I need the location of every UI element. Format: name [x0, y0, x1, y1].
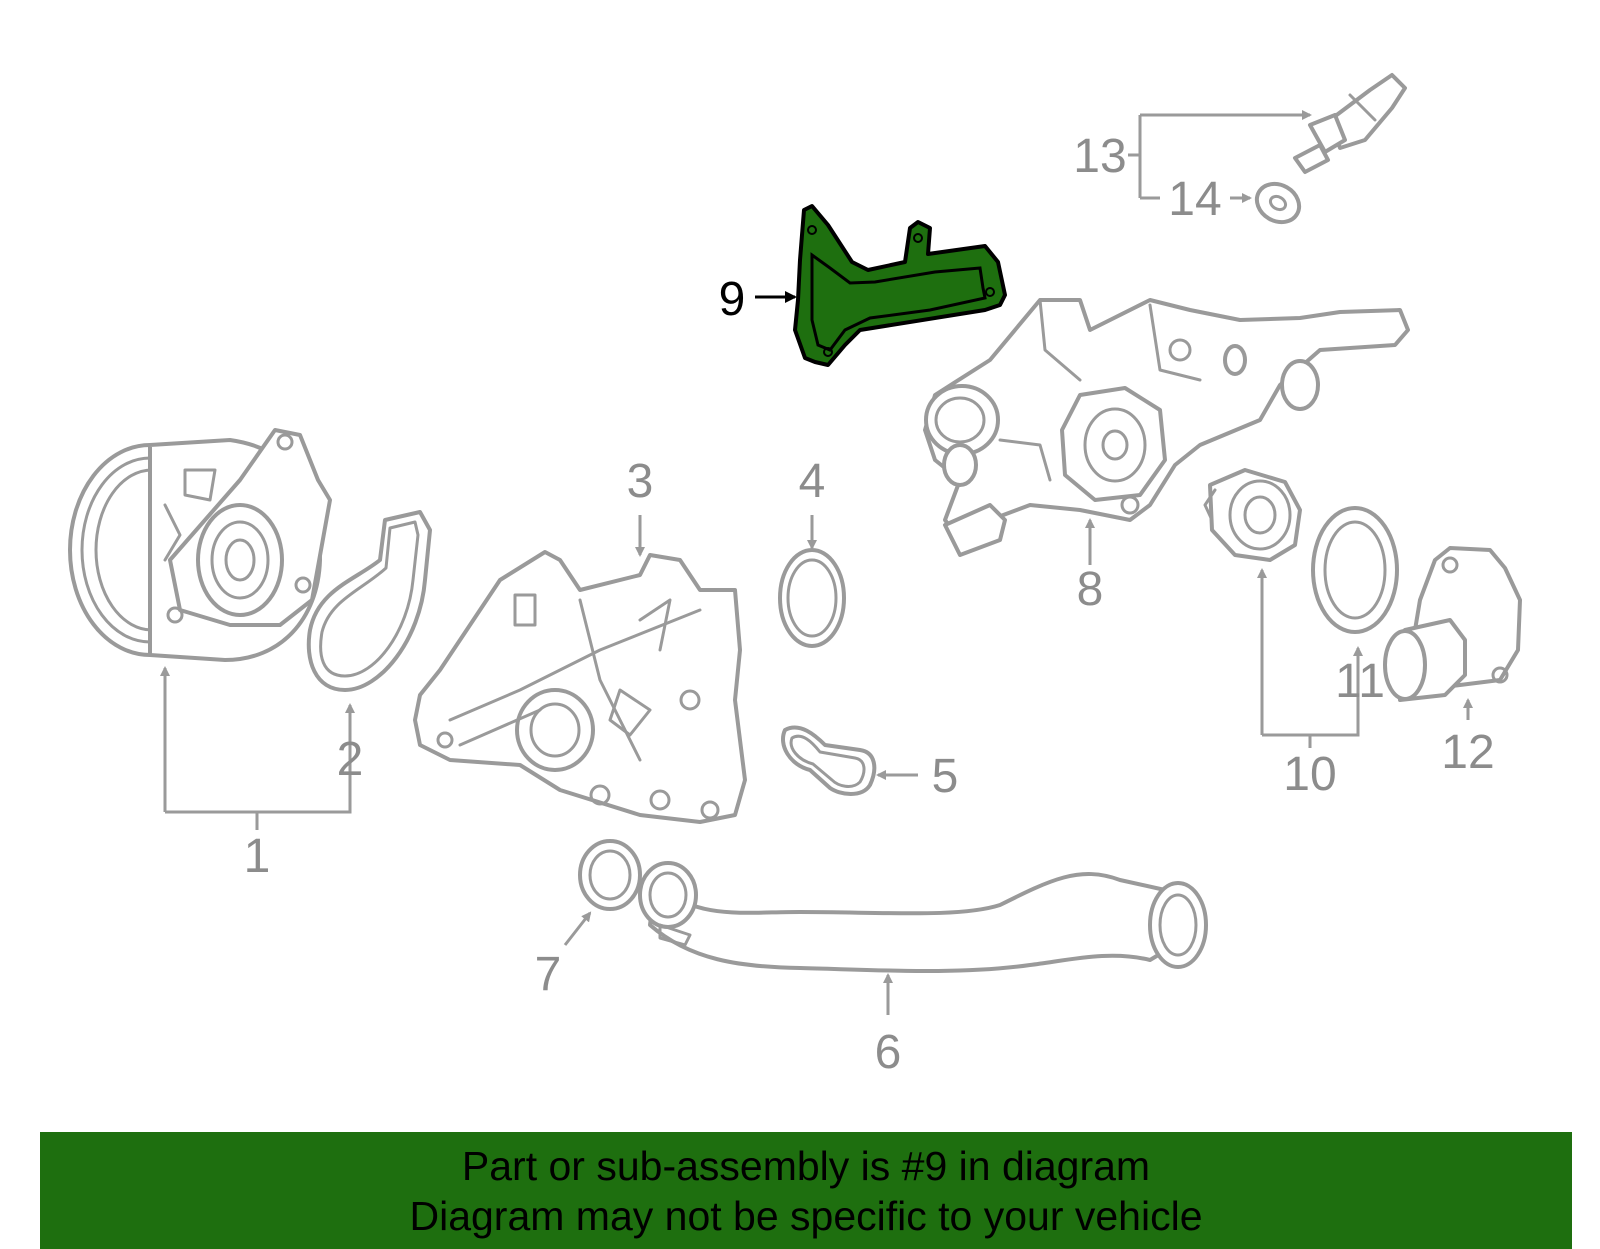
part-11-seal: [1311, 506, 1399, 634]
callout-1: 1: [244, 830, 271, 883]
part-7-o-ring: [578, 839, 642, 911]
callout-3: 3: [627, 455, 654, 508]
callout-14: 14: [1168, 173, 1221, 226]
leader-lines: [160, 110, 1473, 1015]
callout-7: 7: [535, 948, 562, 1001]
callout-5: 5: [932, 750, 959, 803]
part-10-thermostat: [1203, 468, 1302, 562]
parts-diagram: 1 2 3 4 5 6 7 8 9 10 11 12 13 14: [68, 73, 1522, 1079]
callout-12: 12: [1441, 726, 1494, 779]
callout-13: 13: [1073, 130, 1126, 183]
part-1-water-pump: [68, 428, 332, 662]
callout-9: 9: [719, 273, 746, 326]
part-6-hose: [638, 861, 1208, 974]
part-4-o-ring: [778, 548, 846, 648]
part-14-washer: [1254, 181, 1302, 225]
part-8-thermostat-housing: [923, 298, 1410, 557]
callout-2: 2: [337, 733, 364, 786]
part-9-gasket-highlighted: [793, 204, 1007, 367]
banner-line-2: Diagram may not be specific to your vehi…: [409, 1192, 1203, 1239]
callout-4: 4: [799, 455, 826, 508]
callout-10: 10: [1283, 748, 1336, 801]
part-13-sensor: [1293, 73, 1407, 174]
callout-8: 8: [1077, 563, 1104, 616]
part-12-outlet: [1383, 546, 1522, 702]
part-2-gasket: [306, 510, 432, 692]
callout-11: 11: [1335, 655, 1385, 708]
banner-line-1: Part or sub-assembly is #9 in diagram: [461, 1142, 1151, 1189]
callout-6: 6: [875, 1026, 902, 1079]
part-3-housing: [413, 550, 747, 824]
part-5-gasket: [781, 725, 877, 796]
info-banner: Part or sub-assembly is #9 in diagram Di…: [40, 1132, 1572, 1249]
